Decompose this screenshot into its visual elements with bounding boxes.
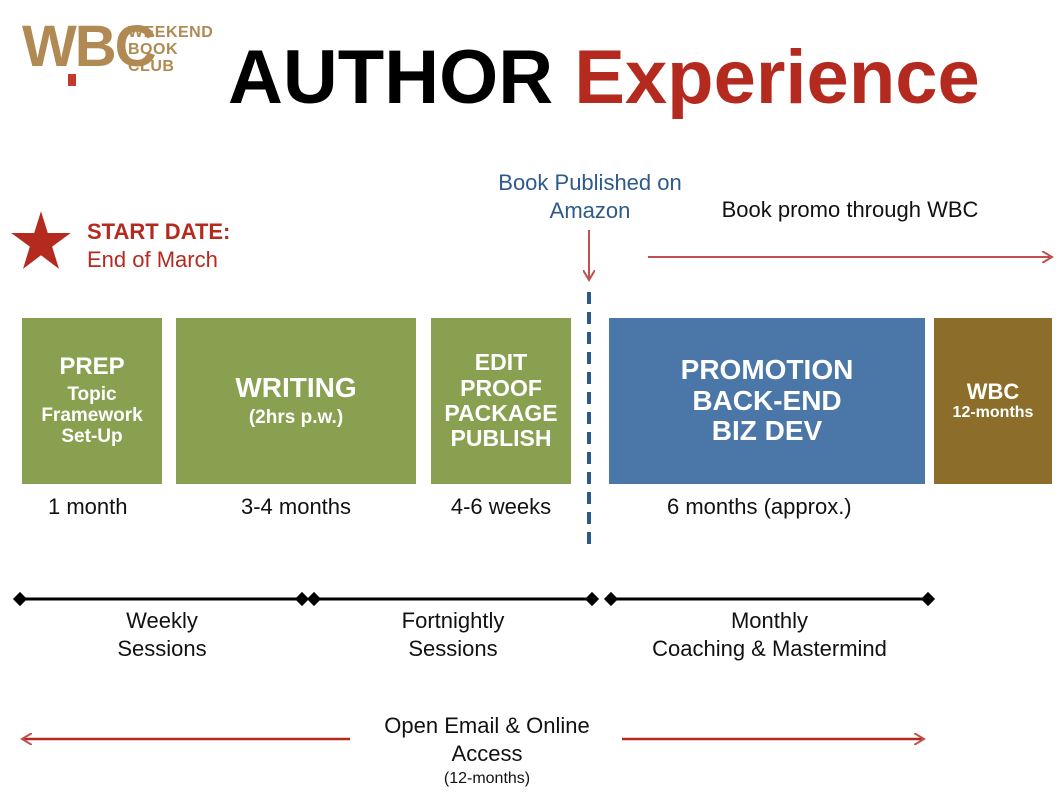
phase-box-prep: PREP Topic Framework Set-Up (22, 318, 162, 484)
open-access-note: Open Email & Online Access (12-months) (350, 712, 624, 790)
phase-title: EDIT (474, 349, 528, 376)
session-line: Monthly (730, 608, 809, 633)
phase-duration-promotion: 6 months (approx.) (667, 494, 852, 519)
page-title: AUTHOR Experience (228, 40, 980, 116)
phase-title: WRITING (235, 372, 357, 404)
phase-title: WBC (966, 379, 1020, 405)
phase-line: PUBLISH (450, 425, 552, 452)
open-access-duration: (12-months) (443, 770, 531, 787)
phase-line: PROOF (460, 374, 542, 401)
phase-line: PACKAGE (444, 400, 558, 426)
logo-bookmark-icon (68, 74, 76, 86)
session-label-fortnightly: Fortnightly Sessions (314, 607, 592, 663)
phase-duration-prep: 1 month (48, 494, 128, 519)
phase-box-writing: WRITING (2hrs p.w.) (176, 318, 416, 484)
logo-words: WEEKEND BOOK CLUB (128, 24, 213, 75)
session-line: Weekly (126, 608, 198, 633)
session-line: Coaching & Mastermind (652, 636, 887, 661)
logo-word: BOOK (128, 41, 178, 58)
phase-title: PREP (59, 353, 125, 381)
phase-line: BACK-END (692, 384, 842, 416)
phase-line: 12-months (952, 404, 1034, 422)
phase-line: Framework (41, 404, 143, 426)
phase-duration-writing: 3-4 months (240, 494, 352, 519)
publish-note: Book Published on Amazon (498, 170, 682, 223)
logo-mark: WBC (22, 14, 157, 79)
session-label-weekly: Weekly Sessions (20, 607, 304, 663)
phase-box-promotion: PROMOTION BACK-END BIZ DEV (609, 318, 925, 484)
session-line: Sessions (408, 636, 498, 661)
phase-duration-edit: 4-6 weeks (450, 494, 552, 519)
open-access-line: Access (451, 741, 523, 766)
session-line: Sessions (117, 636, 207, 661)
phase-line: Set-Up (61, 425, 123, 447)
promo-note: Book promo through WBC (721, 197, 979, 222)
start-date-value: End of March (87, 247, 218, 272)
phase-line: (2hrs p.w.) (248, 406, 344, 428)
start-date: START DATE: End of March (87, 218, 230, 274)
phase-line: Topic (67, 383, 117, 405)
star-icon (11, 211, 71, 269)
session-timeline-monthly (603, 591, 936, 607)
title-part-experience: Experience (574, 35, 980, 120)
open-access-line: Open Email & Online (384, 713, 590, 738)
phase-box-edit: EDIT PROOF PACKAGE PUBLISH (431, 318, 571, 484)
phase-box-wbc: WBC 12-months (934, 318, 1052, 484)
logo-word: WEEKEND (128, 24, 214, 41)
start-date-label: START DATE: (87, 219, 231, 244)
session-timeline-fortnightly (306, 591, 600, 607)
phase-line: BIZ DEV (711, 415, 823, 447)
title-part-author: AUTHOR (228, 35, 554, 120)
session-label-monthly: Monthly Coaching & Mastermind (611, 607, 928, 663)
session-timeline-weekly (12, 591, 310, 607)
logo-word: CLUB (128, 58, 175, 75)
phase-title: PROMOTION (680, 353, 854, 385)
session-line: Fortnightly (401, 608, 505, 633)
